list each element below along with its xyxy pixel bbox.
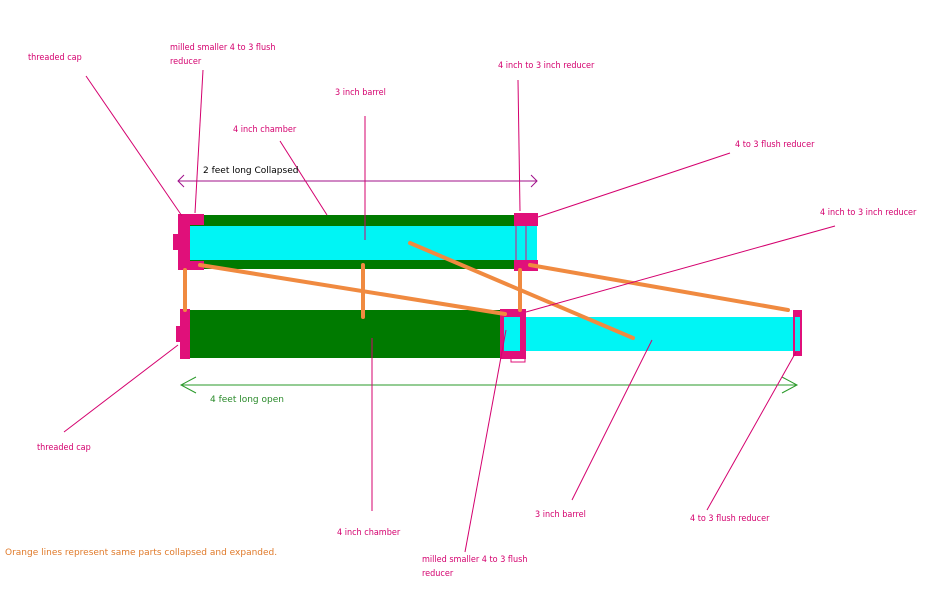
open-dimension-arrow <box>179 376 799 394</box>
label-flush-reducer-bottom: 4 to 3 flush reducer <box>690 514 770 524</box>
label-open-dimension: 4 feet long open <box>210 395 284 405</box>
collapsed-reducer-upper <box>514 213 538 226</box>
leader-lines <box>63 69 836 553</box>
collapsed-barrel <box>190 226 537 260</box>
label-milled-reducer-bottom-line1: milled smaller 4 to 3 flush <box>422 555 528 565</box>
label-threaded-cap-bottom: threaded cap <box>37 443 91 453</box>
label-threaded-cap-top: threaded cap <box>28 53 82 63</box>
label-chamber-top: 4 inch chamber <box>233 125 297 135</box>
collapsed-dimension-arrow <box>177 174 538 188</box>
label-milled-reducer-top-line2: reducer <box>170 57 202 67</box>
expanded-threaded-cap <box>180 309 190 359</box>
label-milled-reducer-top-line1: milled smaller 4 to 3 flush <box>170 43 276 53</box>
collapsed-reducer-lower <box>514 260 538 271</box>
expanded-chamber <box>190 310 502 358</box>
label-milled-reducer-bottom-line2: reducer <box>422 569 454 579</box>
expanded-barrel <box>520 317 796 351</box>
label-barrel-top: 3 inch barrel <box>335 88 386 98</box>
orange-correspondence-lines <box>183 241 790 340</box>
expanded-assembly <box>176 309 802 363</box>
expanded-cap-knob <box>176 326 180 342</box>
collapsed-cap-knob <box>173 234 178 250</box>
collapsed-threaded-cap <box>178 214 190 270</box>
note-orange-lines: Orange lines represent same parts collap… <box>5 548 277 558</box>
collapsed-milled-reducer <box>190 214 204 225</box>
label-collapsed-dimension: 2 feet long Collapsed <box>203 166 298 176</box>
label-reducer-4-to-3-top: 4 inch to 3 inch reducer <box>498 61 595 71</box>
collapsed-assembly <box>173 213 538 271</box>
label-flush-reducer-top: 4 to 3 flush reducer <box>735 140 815 150</box>
label-chamber-bottom: 4 inch chamber <box>337 528 401 538</box>
label-reducer-4-to-3-right: 4 inch to 3 inch reducer <box>820 208 917 218</box>
label-barrel-bottom: 3 inch barrel <box>535 510 586 520</box>
collapsed-milled-reducer-lower <box>190 261 204 270</box>
